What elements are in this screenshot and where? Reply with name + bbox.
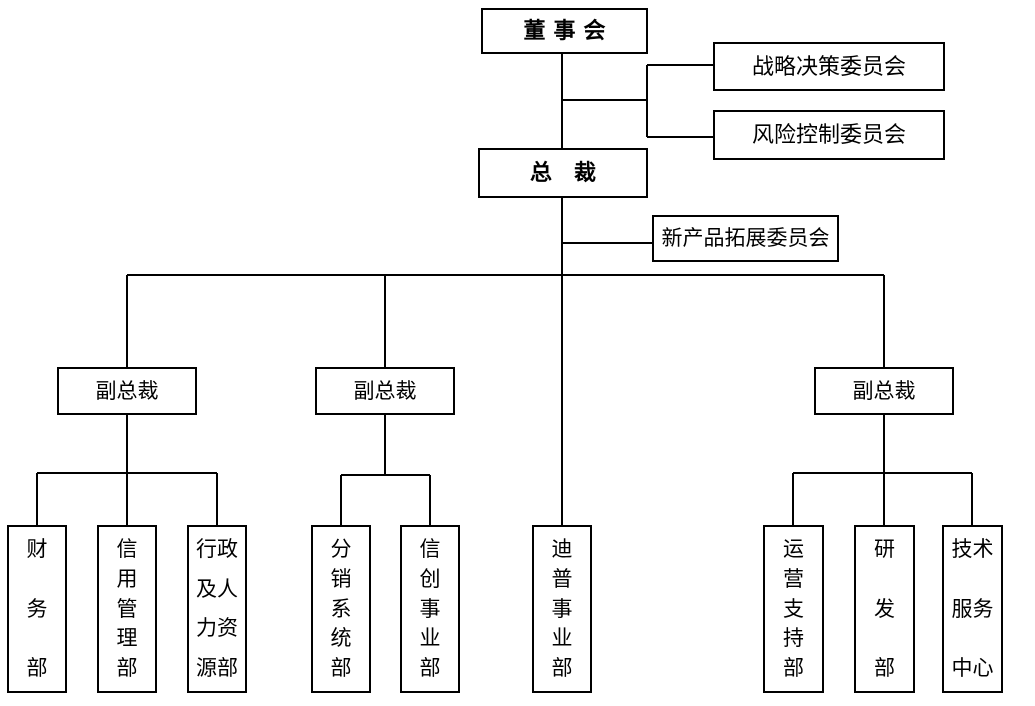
dept-label-line: 研 xyxy=(874,537,895,561)
dept-label-line: 迪 xyxy=(551,537,573,561)
dept-label-line: 行政 xyxy=(196,537,238,561)
dept-label-line: 支 xyxy=(783,596,804,621)
board-of-directors-box: 董事会 xyxy=(481,8,648,54)
dept-label-line: 创 xyxy=(419,566,441,591)
dept-label-line: 源部 xyxy=(196,655,238,680)
dept-label-line: 业 xyxy=(551,626,573,651)
dept-box-distribution-system: 分 销 系 统 部 xyxy=(311,525,371,693)
dept-label-line: 力资 xyxy=(196,616,238,641)
dept-box-dipu-business: 迪 普 事 业 部 xyxy=(532,525,592,693)
president-box: 总 裁 xyxy=(478,148,648,198)
dept-label-line: 务 xyxy=(26,596,48,621)
dept-box-finance: 财 务 部 xyxy=(7,525,67,693)
dept-label-line: 管 xyxy=(116,596,138,621)
dept-label-line: 统 xyxy=(330,626,352,651)
dept-label-line: 财 xyxy=(26,537,48,561)
dept-box-tech-service-center: 技术 服务 中心 xyxy=(942,525,1003,693)
dept-label-line: 业 xyxy=(419,626,441,651)
new-product-committee-box: 新产品拓展委员会 xyxy=(652,215,839,262)
dept-label-line: 信 xyxy=(419,537,441,561)
dept-label-line: 部 xyxy=(551,656,573,680)
dept-label-line: 部 xyxy=(874,656,895,680)
strategy-committee-box: 战略决策委员会 xyxy=(713,42,945,91)
dept-label-line: 部 xyxy=(330,656,352,680)
dept-label-line: 服务 xyxy=(951,596,994,621)
dept-label-line: 系 xyxy=(330,596,352,621)
dept-box-xinchuang-business: 信 创 事 业 部 xyxy=(400,525,460,693)
dept-label-line: 部 xyxy=(26,656,48,680)
dept-label-line: 技术 xyxy=(951,537,994,561)
dept-label-line: 及人 xyxy=(196,576,238,601)
dept-label-line: 部 xyxy=(783,656,804,680)
dept-label-line: 部 xyxy=(116,656,138,680)
dept-label-line: 事 xyxy=(419,596,441,621)
dept-box-rnd: 研 发 部 xyxy=(854,525,915,693)
dept-label-line: 信 xyxy=(116,537,138,561)
risk-committee-box: 风险控制委员会 xyxy=(713,110,945,160)
dept-label-line: 运 xyxy=(783,537,804,561)
dept-label-line: 理 xyxy=(116,626,138,651)
dept-label-line: 中心 xyxy=(951,656,994,680)
dept-label-line: 持 xyxy=(783,626,804,651)
dept-label-line: 普 xyxy=(551,566,573,591)
dept-label-line: 部 xyxy=(419,656,441,680)
dept-label-line: 事 xyxy=(551,596,573,621)
dept-box-credit-management: 信 用 管 理 部 xyxy=(97,525,157,693)
dept-label-line: 用 xyxy=(116,566,138,591)
dept-label-line: 销 xyxy=(330,566,352,591)
vice-president-3-box: 副总裁 xyxy=(814,367,954,415)
vice-president-2-box: 副总裁 xyxy=(315,367,455,415)
dept-label-line: 发 xyxy=(874,596,895,621)
dept-box-admin-hr: 行政 及人 力资 源部 xyxy=(187,525,247,693)
dept-label-line: 分 xyxy=(330,537,352,561)
dept-label-line: 营 xyxy=(783,566,804,591)
vice-president-1-box: 副总裁 xyxy=(57,367,197,415)
dept-box-operations-support: 运 营 支 持 部 xyxy=(763,525,824,693)
